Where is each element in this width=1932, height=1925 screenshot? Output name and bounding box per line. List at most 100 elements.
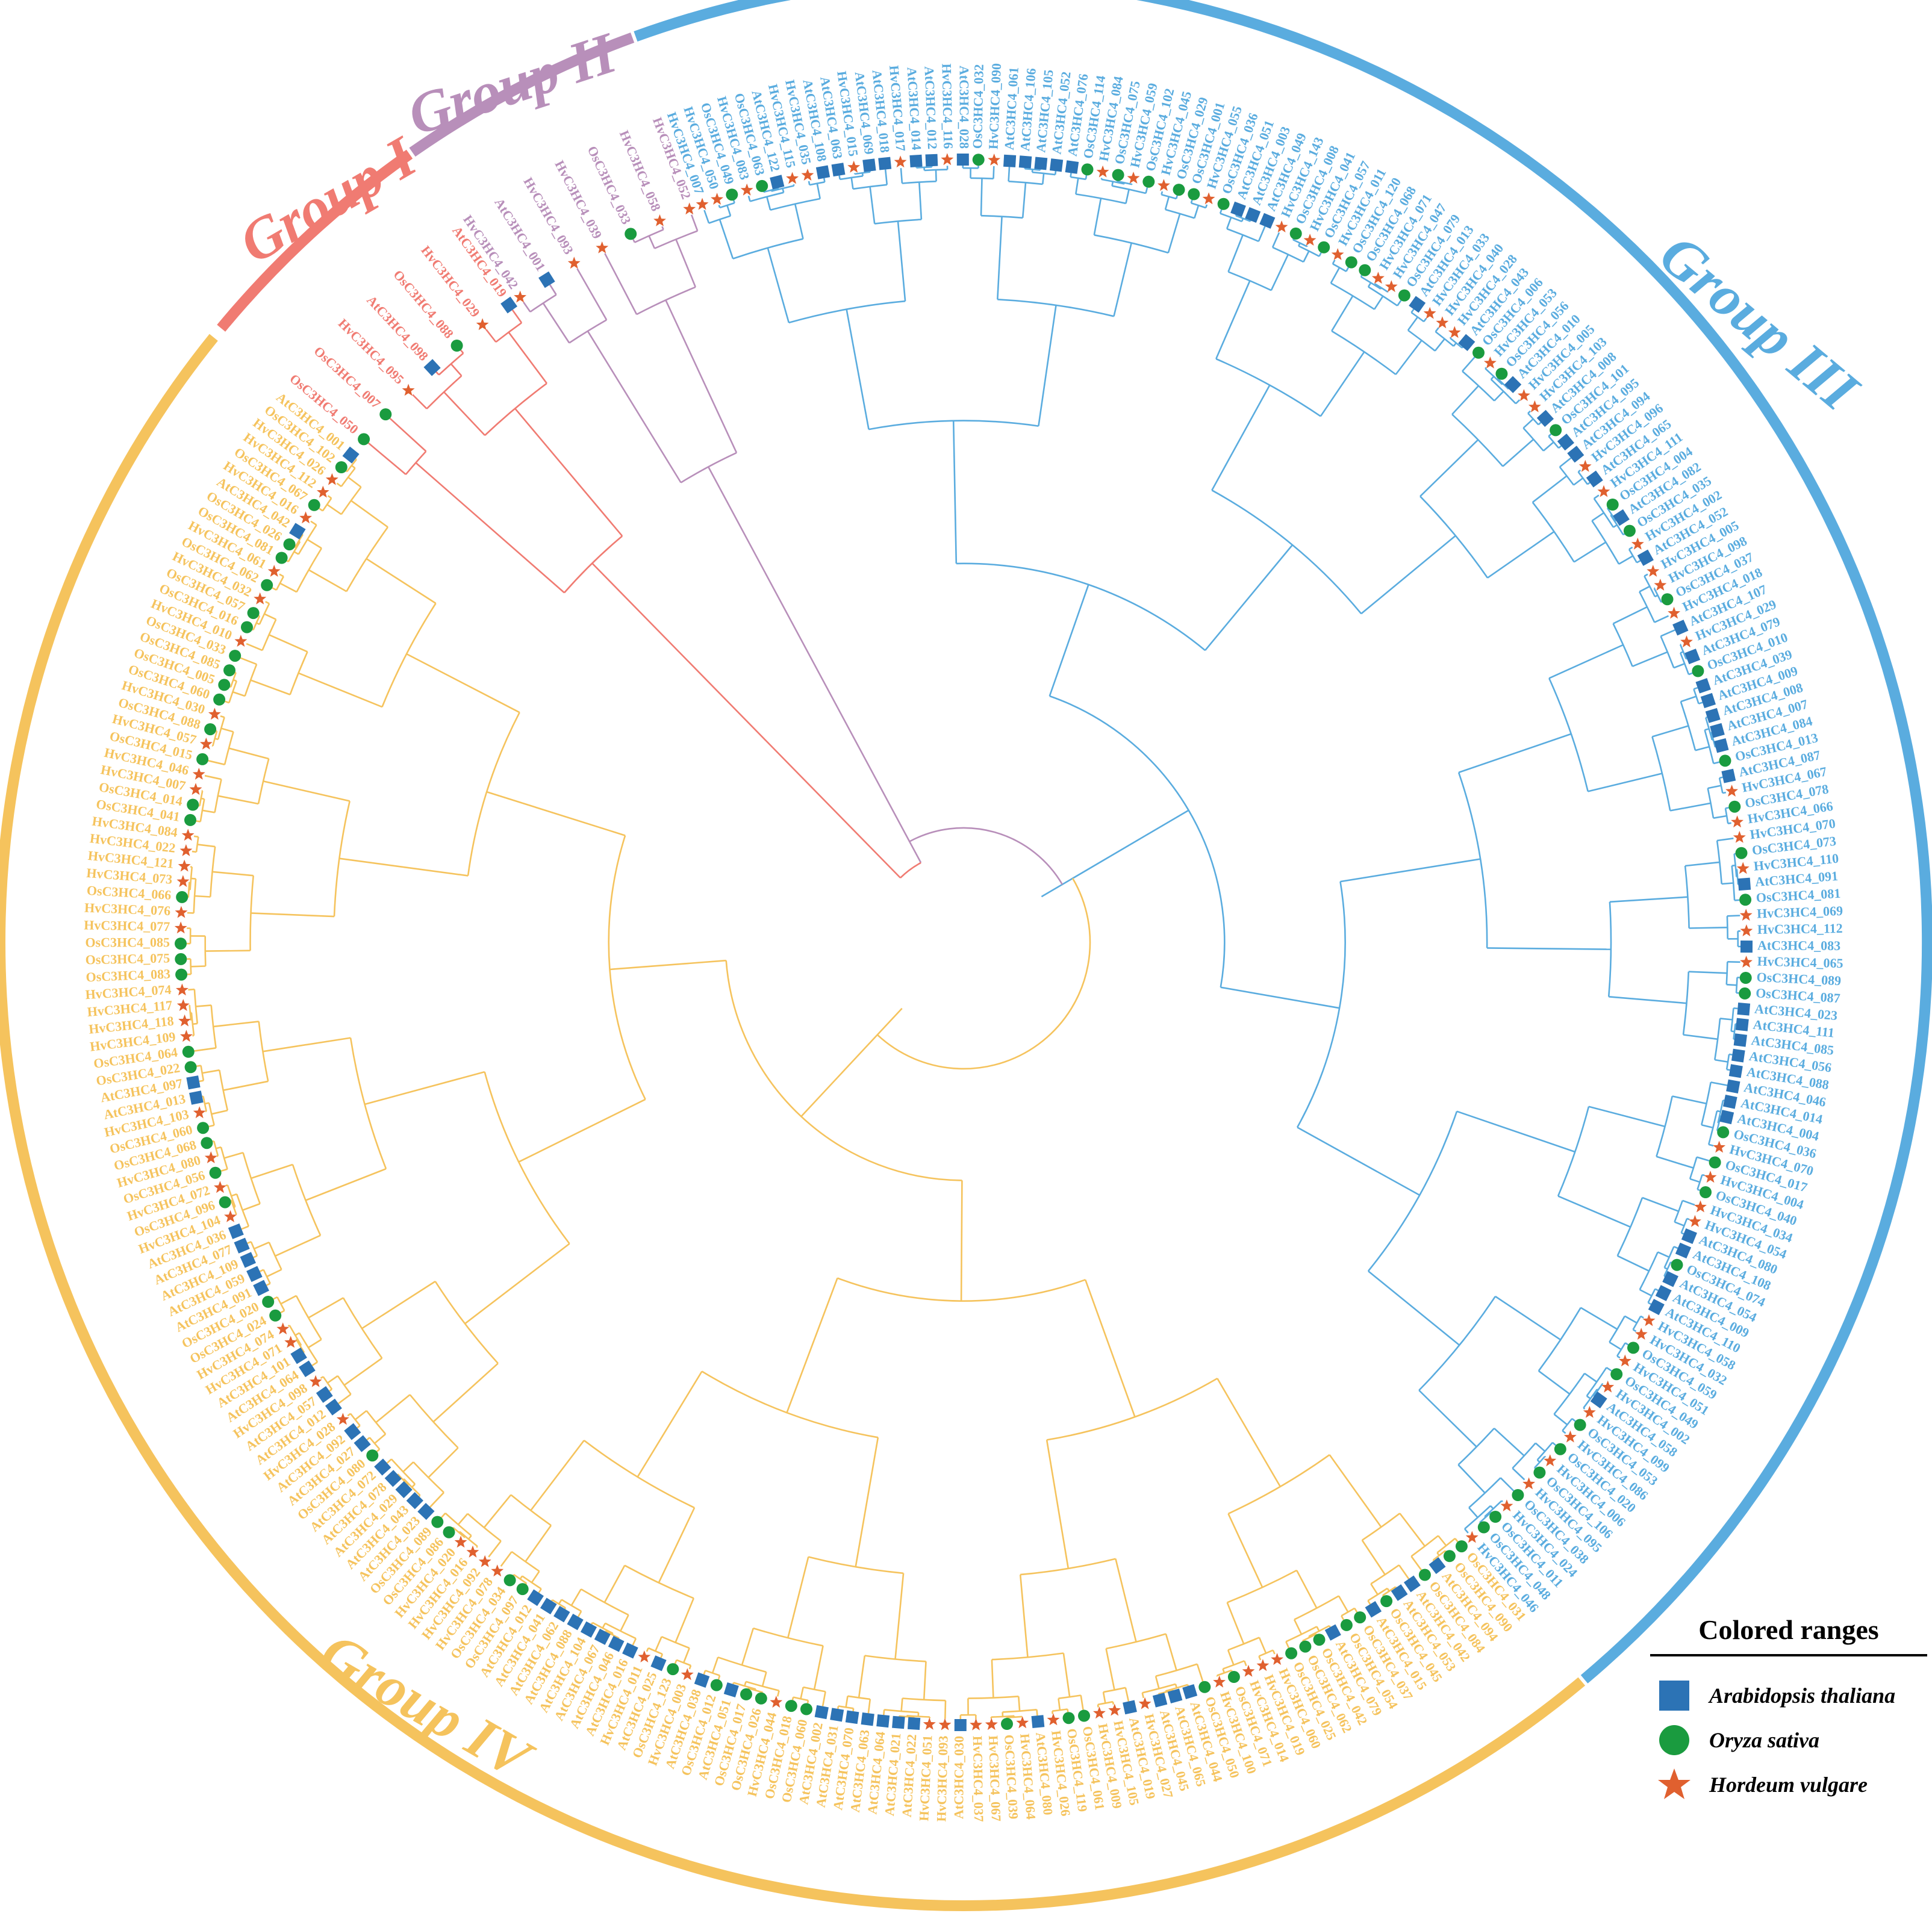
branch <box>786 1278 838 1413</box>
star-marker <box>1740 924 1753 936</box>
legend-item-oryza: Oryza sativa <box>1650 1718 1927 1762</box>
branch <box>1642 1196 1679 1212</box>
branch-arc <box>1106 1633 1167 1650</box>
square-marker <box>814 1705 829 1720</box>
star-marker <box>1465 1531 1479 1543</box>
branch <box>1588 773 1663 792</box>
leaf-label: AtC3HC4_083 <box>1757 938 1840 953</box>
circle-marker <box>176 891 189 903</box>
square-marker <box>189 1090 204 1105</box>
branch <box>718 219 734 260</box>
square-marker <box>1365 1601 1382 1618</box>
circle-marker <box>1289 227 1302 240</box>
branch-arc <box>1548 677 1589 792</box>
branch-arc <box>1628 549 1638 564</box>
branch <box>1688 971 1727 974</box>
branch <box>213 1021 259 1028</box>
branch <box>1370 1583 1379 1595</box>
circle-marker <box>1285 1647 1298 1659</box>
branch <box>1512 1467 1525 1481</box>
branch <box>1680 643 1681 645</box>
star-marker <box>1385 280 1398 293</box>
star-marker <box>214 1181 226 1193</box>
star-marker <box>1138 1697 1151 1709</box>
square-marker <box>538 271 555 288</box>
branch <box>558 1599 562 1605</box>
square-icon <box>1656 1678 1692 1714</box>
square-marker <box>831 163 846 177</box>
branch <box>620 1614 629 1632</box>
leaf-label: HvC3HC4_116 <box>939 63 956 149</box>
circle-marker <box>1739 987 1751 1000</box>
branch <box>855 1437 879 1567</box>
branch-arc <box>1593 1383 1604 1397</box>
branch <box>1644 573 1648 577</box>
branch <box>367 442 407 475</box>
star-marker <box>325 473 338 485</box>
square-marker <box>622 1642 638 1659</box>
branch <box>298 672 382 708</box>
star-marker <box>1733 830 1746 843</box>
branch <box>246 642 263 652</box>
circle-marker <box>1671 1258 1683 1271</box>
star-marker <box>938 1718 952 1731</box>
circle-marker <box>785 1700 797 1712</box>
square-marker <box>1728 1064 1743 1078</box>
star-marker <box>178 1014 191 1027</box>
branch <box>1052 1711 1054 1714</box>
branch-arc <box>1710 732 1716 748</box>
legend-label: Oryza sativa <box>1709 1728 1819 1752</box>
branch <box>311 1361 318 1366</box>
branch <box>1438 1535 1447 1546</box>
branch <box>308 1339 322 1349</box>
circle-marker <box>184 813 196 826</box>
star-marker <box>1618 1354 1631 1367</box>
square-marker <box>1458 334 1475 351</box>
branch <box>266 1283 271 1286</box>
branch <box>1705 716 1707 719</box>
circle-marker <box>1188 188 1200 201</box>
star-marker <box>1242 1664 1255 1677</box>
square-marker <box>1672 620 1689 636</box>
branch-arc <box>1258 1649 1274 1657</box>
circle-marker <box>755 1692 767 1705</box>
branch <box>1636 560 1641 564</box>
branch <box>1713 815 1727 819</box>
branch <box>1502 438 1535 467</box>
branch <box>1036 1709 1038 1716</box>
branch <box>1042 173 1045 185</box>
square-marker <box>1722 1094 1737 1109</box>
branch <box>611 1633 614 1635</box>
star-marker <box>638 1650 651 1662</box>
circle-marker <box>1354 1611 1366 1624</box>
star-marker <box>234 635 248 647</box>
branch <box>254 1242 270 1250</box>
square-marker <box>500 296 518 314</box>
branch <box>406 653 520 714</box>
circle-marker <box>1700 1186 1712 1198</box>
star-marker <box>208 707 221 720</box>
star-marker <box>1583 1405 1596 1418</box>
branch <box>603 1565 626 1603</box>
circle-marker <box>1574 1419 1586 1431</box>
circle-marker <box>1533 1466 1546 1479</box>
star-marker <box>1631 537 1644 550</box>
branch-arc <box>223 732 234 765</box>
branch <box>1538 1370 1571 1395</box>
star-marker <box>1202 192 1215 205</box>
branch <box>1597 1389 1599 1391</box>
branch <box>632 1638 637 1646</box>
star-marker <box>189 783 202 795</box>
branch-arc <box>1534 1455 1546 1469</box>
branch <box>1495 1295 1561 1341</box>
star-marker <box>1634 1328 1648 1340</box>
branch-arc <box>1639 1251 1659 1290</box>
star-marker <box>1256 1659 1270 1672</box>
square-marker <box>344 1423 361 1440</box>
legend-item-hordeum: Hordeum vulgare <box>1650 1762 1927 1807</box>
square-marker <box>1065 160 1079 174</box>
square-marker <box>1737 1002 1751 1016</box>
branch-arc <box>1606 508 1617 522</box>
branch <box>648 235 656 249</box>
